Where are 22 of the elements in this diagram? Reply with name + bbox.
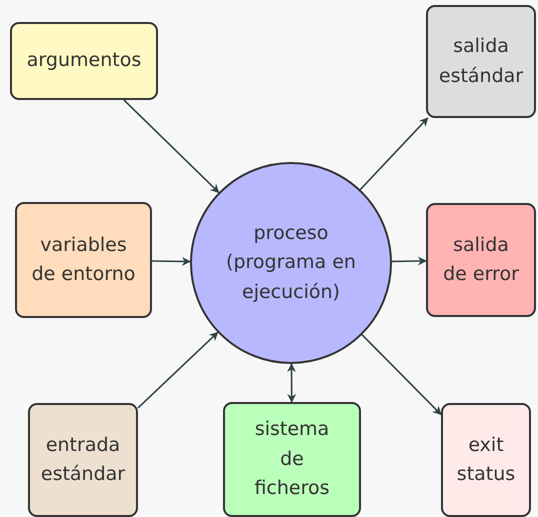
arrow: [123, 99, 220, 194]
node-label: variables de entorno: [30, 232, 136, 287]
rounded-box: [441, 403, 531, 517]
node-label: proceso (programa en ejecución): [225, 220, 357, 305]
rounded-box: [28, 403, 138, 517]
arrow: [137, 332, 218, 408]
node-label: salida estándar: [438, 34, 524, 88]
arrow: [361, 334, 442, 416]
node-label: entrada estándar: [40, 432, 126, 487]
arrow: [152, 256, 191, 266]
rounded-box: [10, 22, 158, 100]
arrow: [392, 256, 427, 266]
node-label: sistema de ficheros: [253, 417, 331, 502]
node-label: salida de error: [442, 232, 520, 287]
node-label: argumentos: [26, 48, 142, 74]
rounded-box: [426, 5, 536, 118]
rounded-box: [15, 202, 152, 318]
arrow: [287, 363, 296, 403]
rounded-box: [426, 203, 536, 317]
rounded-box: [223, 402, 361, 517]
node-label: exit status: [456, 432, 516, 487]
arrow: [360, 117, 428, 190]
